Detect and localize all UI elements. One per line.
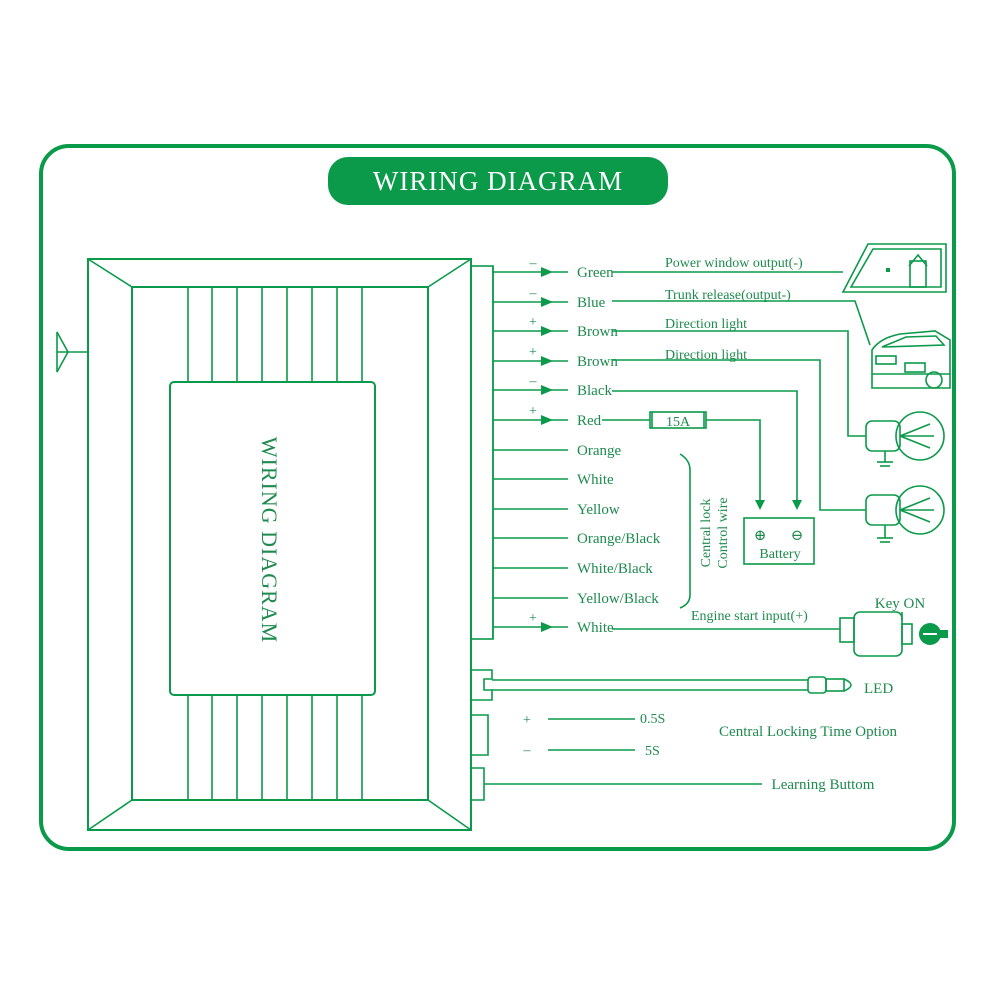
- wire-list: – Green – Blue + Brown + Brown – Black + RedOrangeW…: [493, 256, 808, 636]
- wire-arrow: [541, 622, 553, 632]
- wire-row: + Red: [493, 404, 602, 429]
- function-label-direction1: Direction light: [665, 317, 747, 332]
- outer-frame: [39, 144, 956, 851]
- antenna-icon: [56, 331, 88, 373]
- wire-polarity: +: [529, 611, 537, 626]
- wire-polarity: +: [529, 345, 537, 360]
- wire-row: Orange/Black: [493, 531, 661, 547]
- wire-row: + Brown: [493, 345, 618, 370]
- wire-row: + White: [493, 611, 614, 636]
- wire-row: White: [493, 472, 614, 488]
- function-label-engine: Engine start input(+): [691, 609, 808, 624]
- time-long-value: 5S: [645, 744, 660, 759]
- battery-label: Battery: [759, 547, 800, 562]
- title-banner: WIRING DIAGRAM: [328, 157, 668, 205]
- wire-color-label: Brown: [577, 354, 618, 370]
- output-connections: [612, 271, 871, 511]
- central-lock-group: Central lock Control wire: [679, 453, 731, 609]
- page-title: WIRING DIAGRAM: [373, 166, 623, 196]
- harness-connector: [470, 265, 494, 640]
- unit-label: WIRING DIAGRAM: [257, 437, 282, 643]
- battery-plus: ⊕: [754, 528, 767, 544]
- wire-row: – Green: [493, 256, 614, 281]
- wire-color-label: Red: [577, 413, 602, 429]
- wire-color-label: White: [577, 620, 614, 636]
- window-icon: [841, 243, 947, 293]
- wire-arrow: [541, 326, 553, 336]
- key-icon: [612, 611, 948, 657]
- wire-color-label: Brown: [577, 324, 618, 340]
- time-minus-sign: –: [523, 743, 532, 758]
- wire-polarity: –: [529, 374, 538, 389]
- wire-polarity: –: [529, 286, 538, 301]
- wire-row: + Brown: [493, 315, 618, 340]
- time-option-jumper: + – 0.5S 5S: [471, 712, 665, 759]
- wire-row: Yellow: [493, 502, 620, 518]
- led-icon: [807, 676, 852, 694]
- led-label: LED: [864, 681, 893, 697]
- wire-polarity: +: [529, 315, 537, 330]
- wire-color-label: Blue: [577, 295, 606, 311]
- wire-row: – Blue: [493, 286, 606, 311]
- wire-row: – Black: [493, 374, 612, 399]
- central-lock-label: Central lock: [699, 499, 714, 568]
- wire-arrow: [541, 385, 553, 395]
- wire-color-label: Yellow/Black: [577, 591, 659, 607]
- wire-color-label: Green: [577, 265, 614, 281]
- function-label-power-window: Power window output(-): [665, 256, 803, 271]
- wire-arrow: [541, 267, 553, 277]
- wire-color-label: White: [577, 472, 614, 488]
- wire-polarity: +: [529, 404, 537, 419]
- wire-color-label: Yellow: [577, 502, 620, 518]
- car-icon: [871, 330, 951, 389]
- key-on-label: Key ON: [875, 596, 926, 612]
- bulb-icon: [865, 485, 945, 543]
- control-wire-label: Control wire: [716, 497, 731, 568]
- wire-color-label: White/Black: [577, 561, 653, 577]
- battery: ⊕ ⊖ Battery: [743, 517, 815, 565]
- wire-polarity: –: [529, 256, 538, 271]
- battery-minus: ⊖: [791, 528, 804, 544]
- wire-arrow: [541, 415, 553, 425]
- learning-button-label: Learning Buttom: [772, 777, 875, 793]
- time-plus-sign: +: [523, 713, 531, 728]
- time-option-label: Central Locking Time Option: [719, 724, 897, 740]
- wire-row: Yellow/Black: [493, 591, 659, 607]
- fuse: 15A: [602, 390, 802, 510]
- led-connector: [471, 669, 808, 701]
- wire-color-label: Orange: [577, 443, 621, 459]
- learning-button-connector: [471, 767, 762, 801]
- wire-arrow: [541, 356, 553, 366]
- fuse-label: 15A: [666, 415, 691, 430]
- wire-color-label: Black: [577, 383, 612, 399]
- function-label-trunk: Trunk release(output-): [665, 288, 791, 303]
- control-unit: WIRING DIAGRAM: [87, 258, 472, 831]
- wire-color-label: Orange/Black: [577, 531, 661, 547]
- bulb-icon: [865, 411, 945, 467]
- wire-row: Orange: [493, 443, 621, 459]
- wire-row: White/Black: [493, 561, 653, 577]
- wire-arrow: [541, 297, 553, 307]
- time-short-value: 0.5S: [640, 712, 665, 727]
